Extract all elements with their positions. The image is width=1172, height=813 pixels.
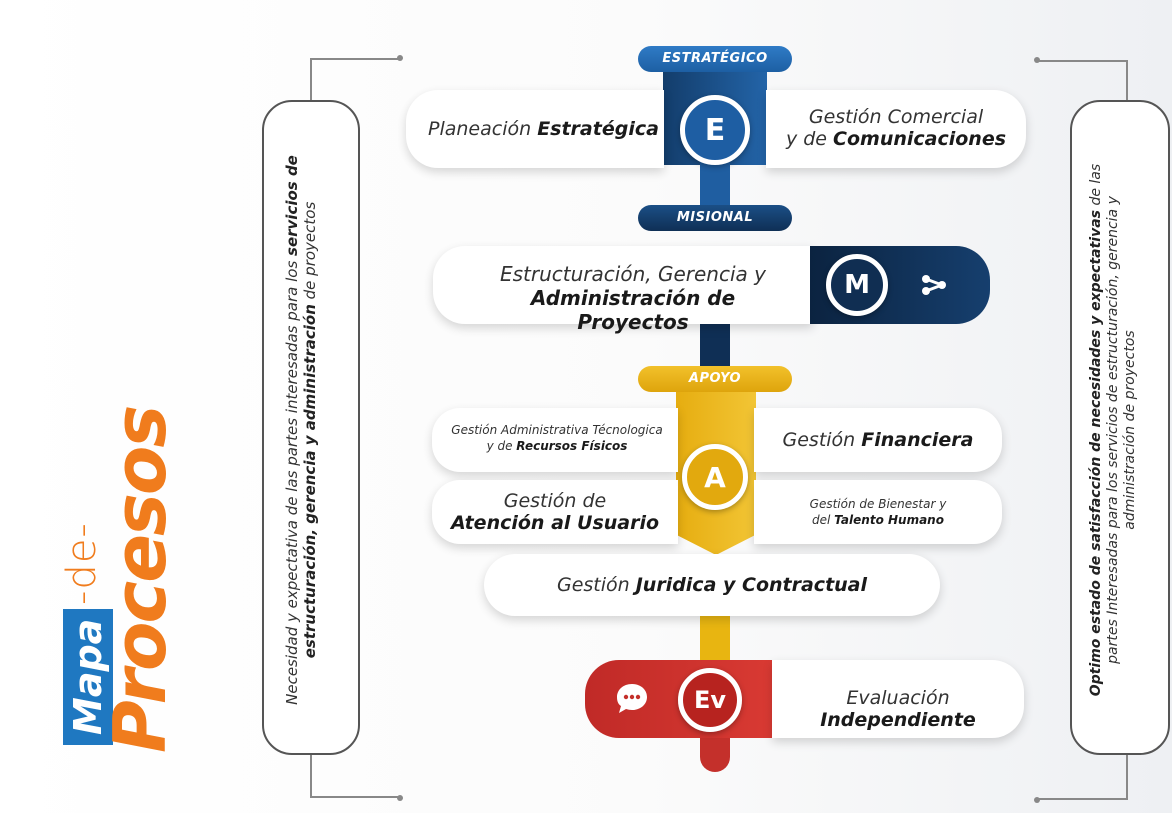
card-evaluacion-independiente: Evaluación Independiente <box>772 660 1024 738</box>
map-title: Mapa -de- Procesos <box>55 385 182 753</box>
left-bracket-dot-bottom <box>397 795 403 801</box>
right-bracket-bottom <box>1038 752 1128 800</box>
card-gestion-juridica: Gestión Juridica y Contractual <box>484 554 940 616</box>
label-misional: MISIONAL <box>638 205 792 231</box>
input-text: Necesidad y expectativa de las partes in… <box>283 155 319 705</box>
circle-misional: M <box>826 254 888 316</box>
spine-misional-tail <box>700 320 730 370</box>
left-bracket-bottom <box>310 752 402 798</box>
chat-bubble-icon <box>613 680 651 718</box>
card-planeacion-estrategica: Planeación Estratégica <box>406 90 664 168</box>
left-bracket-dot-top <box>397 55 403 61</box>
output-text: Optimo estado de satisfacción de necesid… <box>1088 163 1138 697</box>
circle-estrategico: E <box>680 95 750 165</box>
right-bracket-dot-top <box>1034 57 1040 63</box>
label-apoyo: APOYO <box>638 366 792 392</box>
card-gestion-comercial: Gestión Comercial y de Comunicaciones <box>766 90 1026 168</box>
circle-apoyo: A <box>682 444 748 510</box>
card-bienestar: Gestión de Bienestar y del Talento Human… <box>754 480 1002 544</box>
right-bracket-top <box>1038 60 1128 105</box>
circle-evaluacion: Ev <box>678 668 742 732</box>
left-bracket-top <box>310 58 402 103</box>
share-icon <box>918 269 950 301</box>
output-box <box>1070 100 1170 755</box>
card-estructuracion: Estructuración, Gerencia y Administració… <box>433 246 813 334</box>
card-atencion-usuario: Gestión de Atención al Usuario <box>432 480 678 544</box>
input-box <box>262 100 360 755</box>
label-estrategico: ESTRATÉGICO <box>638 46 792 72</box>
title-procesos: Procesos <box>98 406 182 753</box>
card-gestion-administrativa: Gestión Administrativa Técnologica y de … <box>432 408 678 472</box>
card-gestion-financiera: Gestión Financiera <box>754 408 1002 472</box>
right-bracket-dot-bottom <box>1034 797 1040 803</box>
